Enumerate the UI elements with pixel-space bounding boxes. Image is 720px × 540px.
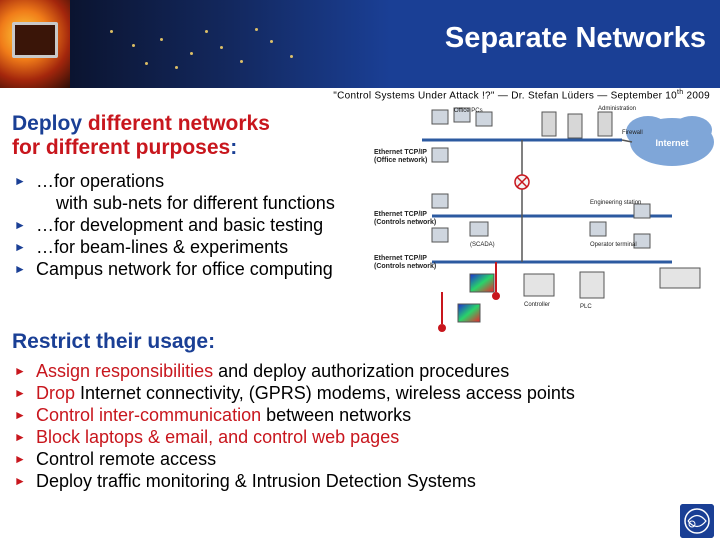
controls-net-b-label: Ethernet TCP/IP bbox=[374, 255, 427, 262]
office-pcs-label: Office PCs bbox=[454, 108, 483, 114]
office-net-label-2: (Office network) bbox=[374, 157, 427, 164]
firewall-label: Firewall bbox=[622, 130, 643, 136]
office-pc-icons bbox=[431, 107, 493, 163]
list-item: ► Deploy traffic monitoring & Intrusion D… bbox=[12, 470, 712, 492]
office-net-label: Ethernet TCP/IP bbox=[374, 149, 427, 156]
heading-part: : bbox=[230, 136, 238, 159]
controller-label: Controller bbox=[524, 302, 550, 308]
restrict-list: ► Assign responsibilities and deploy auth… bbox=[12, 360, 712, 492]
network-diagram: Internet Ethernet TCP/IP (Office network… bbox=[374, 106, 714, 332]
night-map-image bbox=[70, 0, 390, 88]
plc-icons bbox=[523, 267, 701, 299]
list-item: ► Control inter-communication between net… bbox=[12, 404, 712, 426]
scada-pc-icons bbox=[431, 193, 651, 249]
cern-logo-icon bbox=[680, 504, 714, 538]
burning-computer-image bbox=[0, 0, 70, 88]
heading-part: Deploy bbox=[12, 112, 88, 135]
bullet-arrow-icon: ► bbox=[14, 386, 26, 400]
bullet-arrow-icon: ► bbox=[14, 218, 26, 232]
sensor-image bbox=[469, 273, 495, 293]
slide-header: Separate Networks bbox=[0, 0, 720, 88]
list-item-highlight: Block laptops & email, and control web p… bbox=[36, 427, 400, 447]
heading-part: for different purposes bbox=[12, 136, 231, 159]
list-item-text: Deploy traffic monitoring & Intrusion De… bbox=[36, 471, 476, 491]
list-item-highlight: Control inter-communication bbox=[36, 405, 262, 425]
subtitle-bar bbox=[0, 88, 720, 102]
bullet-arrow-icon: ► bbox=[14, 240, 26, 254]
list-item: ► Assign responsibilities and deploy auth… bbox=[12, 360, 712, 382]
controls-net-label: Ethernet TCP/IP bbox=[374, 211, 427, 218]
plc-label: PLC bbox=[580, 304, 592, 310]
subtitle-year: 2009 bbox=[683, 90, 710, 102]
heading-part: different networks bbox=[87, 112, 270, 135]
bullet-arrow-icon: ► bbox=[14, 452, 26, 466]
monitor-icon bbox=[12, 22, 58, 58]
list-item-text: Control remote access bbox=[36, 449, 217, 469]
list-item: ► Block laptops & email, and control web … bbox=[12, 426, 712, 448]
bullet-arrow-icon: ► bbox=[14, 262, 26, 276]
admin-label: Administration bbox=[598, 106, 636, 112]
list-item-text: …for beam-lines & experiments bbox=[36, 237, 289, 257]
list-item: ► Campus network for office computing bbox=[12, 258, 392, 280]
slide-subtitle: "Control Systems Under Attack !?" — Dr. … bbox=[333, 89, 710, 101]
subtitle-sup: th bbox=[677, 89, 684, 96]
controls-net-label-2: (Controls network) bbox=[374, 219, 436, 226]
bullet-arrow-icon: ► bbox=[14, 174, 26, 188]
operator-label: Operator terminal bbox=[590, 242, 637, 248]
bullet-arrow-icon: ► bbox=[14, 474, 26, 488]
engineering-label: Engineering station bbox=[590, 200, 641, 206]
list-item: ► …for beam-lines & experiments bbox=[12, 236, 392, 258]
scada-label: (SCADA) bbox=[470, 242, 495, 248]
list-item-text: with sub-nets for different functions bbox=[56, 193, 335, 213]
controls-net-b-label-2: (Controls network) bbox=[374, 263, 436, 270]
slide-title: Separate Networks bbox=[444, 22, 706, 54]
list-item-text: Campus network for office computing bbox=[36, 259, 333, 279]
list-item-highlight: Assign responsibilities bbox=[36, 361, 214, 381]
list-item-highlight: Drop bbox=[36, 383, 76, 403]
list-item-text: between networks bbox=[261, 405, 412, 425]
list-item-text: Internet connectivity, (GPRS) modems, wi… bbox=[75, 383, 575, 403]
internet-link bbox=[621, 139, 633, 143]
bullet-arrow-icon: ► bbox=[14, 364, 26, 378]
server-icons bbox=[541, 111, 613, 139]
bullet-arrow-icon: ► bbox=[14, 430, 26, 444]
heading-restrict: Restrict their usage: bbox=[12, 330, 216, 353]
list-item-text: …for development and basic testing bbox=[36, 215, 324, 235]
sensor-image-2 bbox=[457, 303, 481, 323]
list-item-text: and deploy authorization procedures bbox=[213, 361, 510, 381]
list-item: ► Control remote access bbox=[12, 448, 712, 470]
internet-cloud-icon bbox=[626, 116, 714, 166]
list-item: ► Drop Internet connectivity, (GPRS) mode… bbox=[12, 382, 712, 404]
list-item: ► …for development and basic testing bbox=[12, 214, 392, 236]
cloud-label: Internet bbox=[655, 138, 688, 148]
list-item-text: …for operations bbox=[36, 171, 165, 191]
subtitle-text: "Control Systems Under Attack !?" — Dr. … bbox=[333, 90, 678, 102]
bullet-arrow-icon: ► bbox=[14, 408, 26, 422]
heading-deploy: Deploy different networks for different … bbox=[12, 112, 372, 160]
